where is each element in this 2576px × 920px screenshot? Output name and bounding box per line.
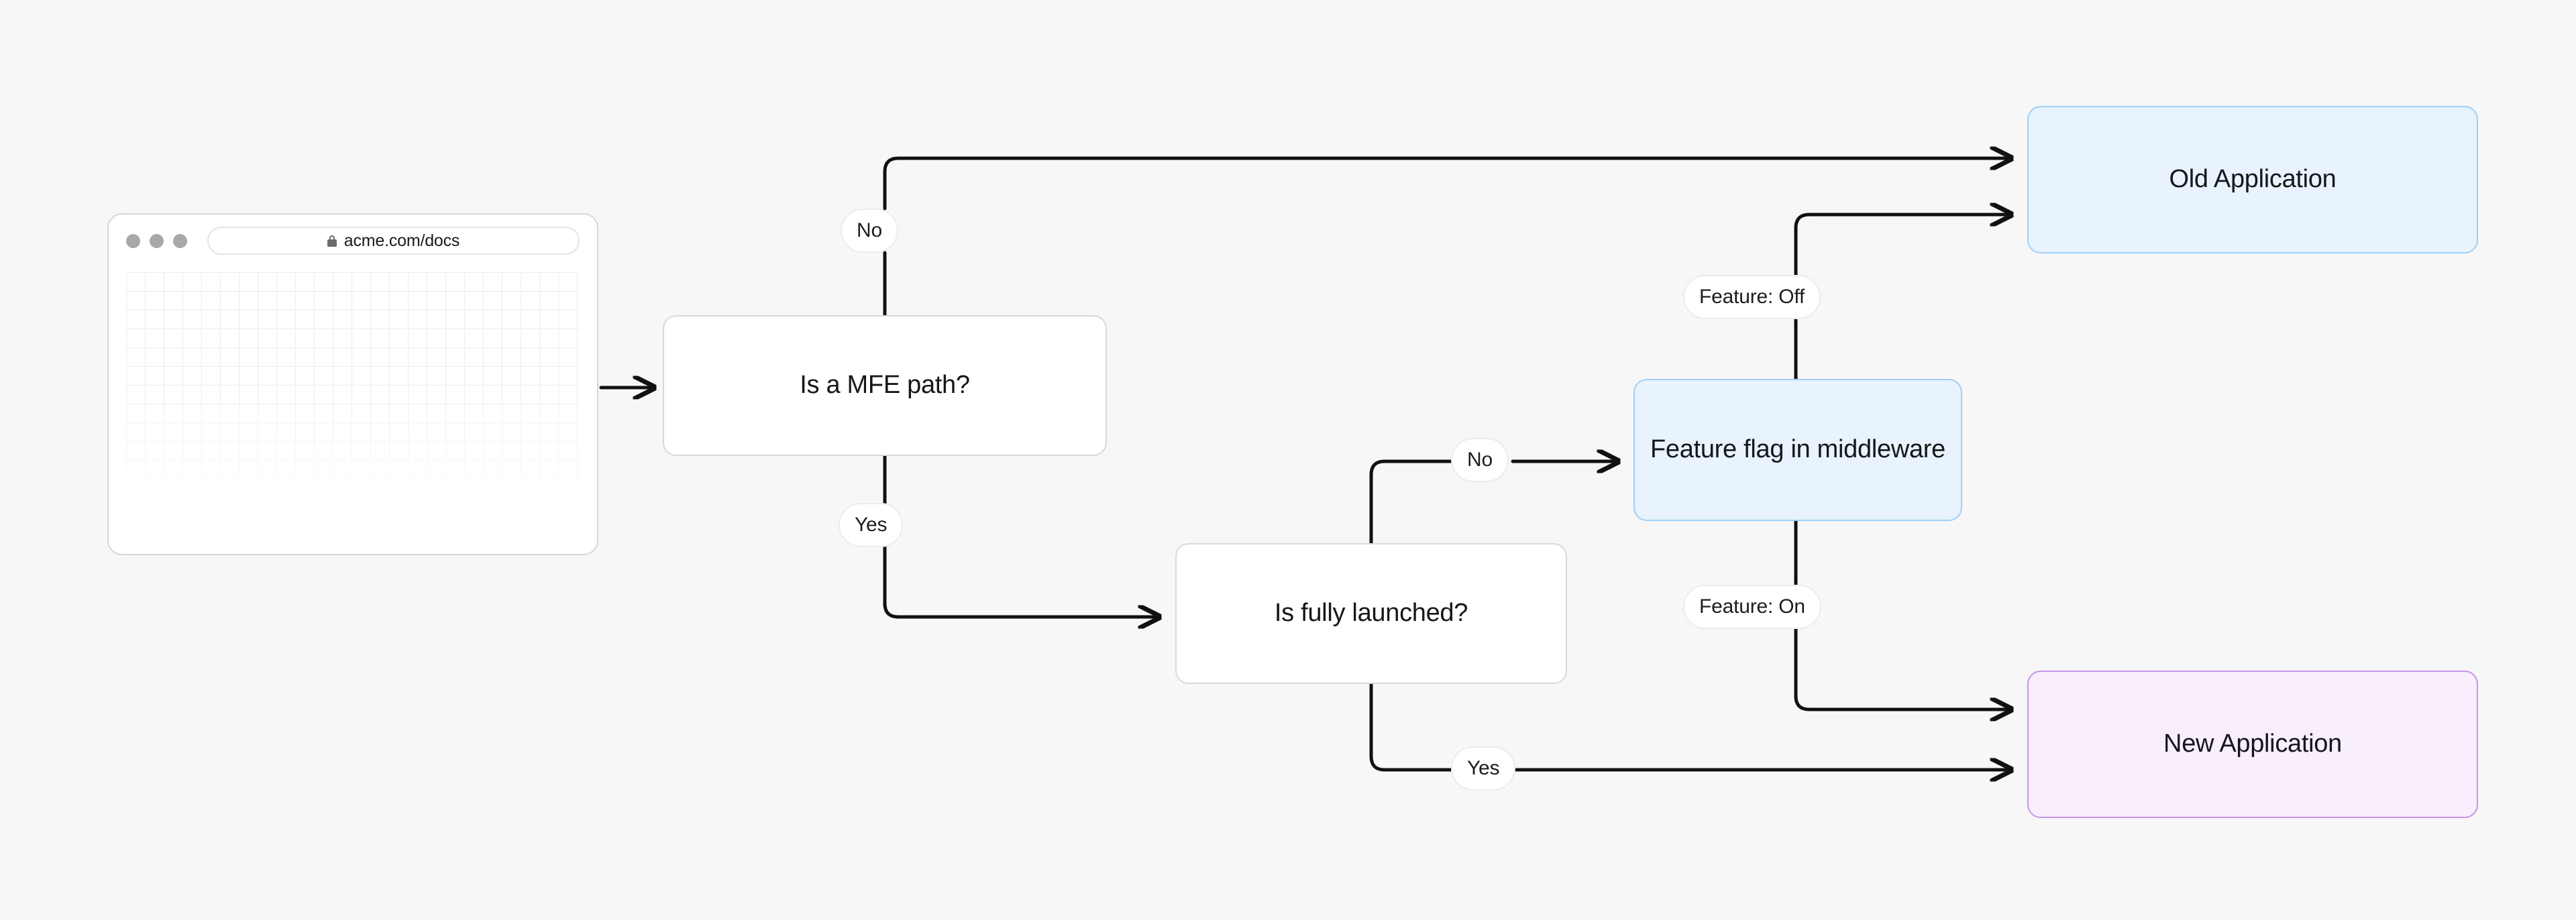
address-bar-url: acme.com/docs [343, 231, 460, 250]
window-close-dot[interactable] [126, 233, 140, 248]
edge-mfe-yes-to-launch [883, 545, 1159, 617]
edge-feature-on-to-new [1794, 627, 2011, 709]
edge-feature-off-to-old [1794, 215, 2011, 277]
node-old-application[interactable]: Old Application [2027, 106, 2478, 253]
edge-label-mfe-no: No [841, 209, 898, 253]
node-new-application[interactable]: New Application [2027, 671, 2478, 818]
browser-toolbar: acme.com/docs [109, 215, 597, 267]
traffic-light-dots [126, 233, 187, 248]
edge-launch-yes-to-pill [1369, 682, 1453, 772]
node-is-mfe-path[interactable]: Is a MFE path? [663, 315, 1107, 456]
window-maximize-dot[interactable] [173, 233, 187, 248]
edge-label-launch-yes: Yes [1451, 746, 1516, 791]
edge-label-launch-no: No [1451, 438, 1509, 482]
node-is-fully-launched[interactable]: Is fully launched? [1175, 543, 1567, 684]
lock-icon [327, 235, 337, 247]
node-feature-flag-middleware[interactable]: Feature flag in middleware [1633, 379, 1962, 521]
address-bar[interactable]: acme.com/docs [207, 227, 580, 255]
browser-viewport-grid [126, 272, 580, 540]
window-minimize-dot[interactable] [150, 233, 164, 248]
browser-mockup: acme.com/docs [107, 213, 598, 555]
edge-label-mfe-yes: Yes [839, 503, 904, 547]
edge-mfe-no-to-old [883, 158, 2011, 211]
edge-label-feature-off: Feature: Off [1683, 275, 1821, 319]
edge-label-feature-on: Feature: On [1683, 585, 1821, 629]
edge-launch-no-to-pill [1369, 459, 1453, 545]
